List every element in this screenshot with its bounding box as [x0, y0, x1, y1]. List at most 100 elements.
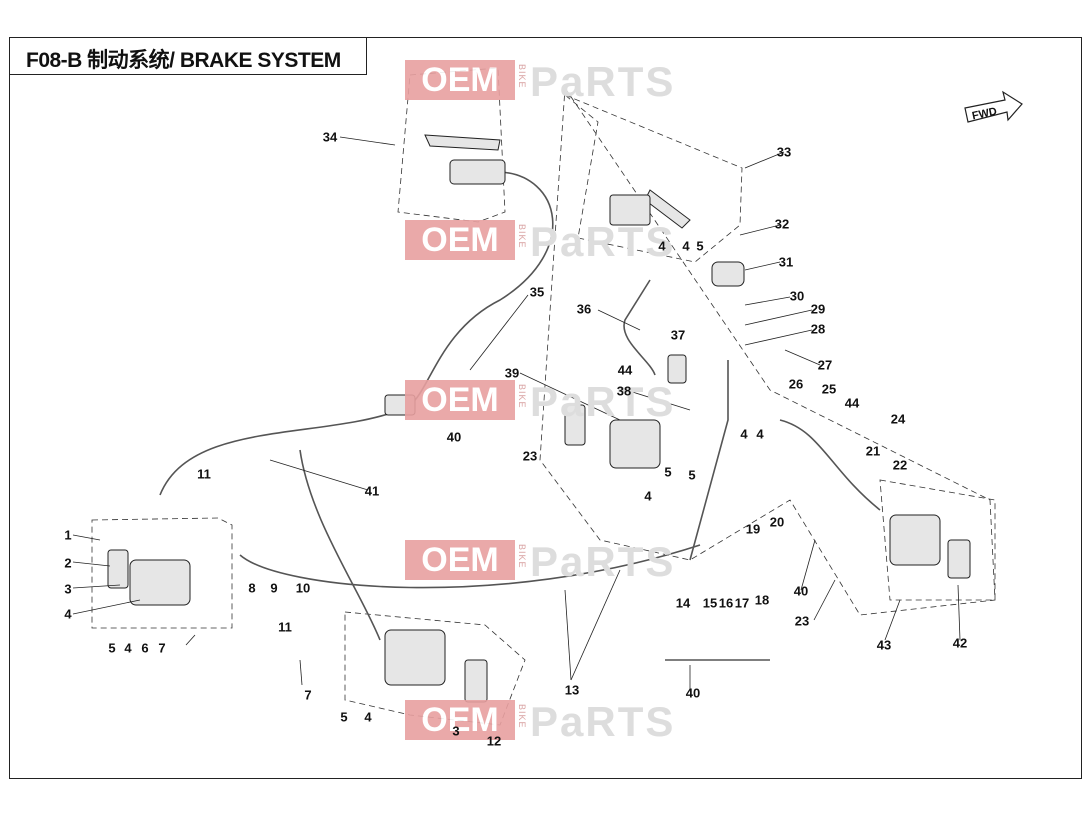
master-cylinder-outline: [564, 94, 743, 263]
master-body-part: [609, 194, 651, 226]
callout-label: 1: [64, 527, 72, 543]
brake-line-lower: [299, 449, 381, 641]
pad-center-part: [564, 404, 586, 446]
fwd-arrow-icon: [964, 90, 1023, 123]
watermark-parts: PaRTS: [530, 58, 676, 105]
callout-label: 11: [197, 466, 211, 482]
callout-label: 4: [740, 426, 748, 442]
callout-label: 25: [821, 381, 837, 397]
callout-label: 22: [892, 457, 908, 473]
callout-label: 9: [270, 580, 278, 596]
watermark-parts: PaRTS: [530, 698, 676, 745]
callout-label: 20: [769, 514, 785, 530]
title-box: F08-B 制动系统/ BRAKE SYSTEM: [9, 37, 367, 75]
watermark-parts: PaRTS: [530, 378, 676, 425]
brake-line-28: [689, 360, 729, 561]
callout-label: 13: [564, 682, 580, 698]
callout-label: 8: [248, 580, 256, 596]
callout-label: 36: [576, 301, 592, 317]
callout-label: 44: [617, 362, 633, 378]
callout-label: 30: [789, 288, 805, 304]
diagram-frame: [9, 37, 1082, 779]
page-title: F08-B 制动系统/ BRAKE SYSTEM: [26, 49, 341, 72]
callout-label: 27: [817, 357, 833, 373]
brake-line-front-left: [159, 409, 401, 496]
watermark-oem: OEM: [405, 700, 515, 740]
callout-label: 5: [688, 467, 696, 483]
brake-lever-part: [424, 134, 501, 151]
callout-label: 6: [141, 640, 149, 656]
callout-label: 18: [754, 592, 770, 608]
pad-left-part: [107, 549, 129, 589]
watermark-parts: PaRTS: [530, 538, 676, 585]
callout-label: 5: [340, 709, 348, 725]
reservoir-31: [711, 261, 745, 287]
watermark-oem: OEM: [405, 220, 515, 260]
callout-label: 3: [452, 723, 460, 739]
callout-label: 3: [64, 581, 72, 597]
watermark-bike: BIKE: [517, 704, 527, 729]
callout-label: 4: [644, 488, 652, 504]
rear-group-outline: [539, 86, 996, 616]
callout-label: 40: [793, 583, 809, 599]
callout-label: 15: [702, 595, 718, 611]
callout-label: 26: [788, 376, 804, 392]
pad-rear-part: [464, 659, 488, 703]
caliper-rear-part: [384, 629, 446, 686]
callout-label: 44: [844, 395, 860, 411]
callout-label: 4: [364, 709, 372, 725]
callout-label: 23: [794, 613, 810, 629]
watermark-bike: BIKE: [517, 384, 527, 409]
callout-label: 32: [774, 216, 790, 232]
callout-label: 10: [295, 580, 311, 596]
callout-label: 42: [952, 635, 968, 651]
callout-label: 4: [658, 238, 666, 254]
callout-label: 23: [522, 448, 538, 464]
callout-label: 12: [486, 733, 502, 749]
watermark-bike: BIKE: [517, 64, 527, 89]
callout-label: 31: [778, 254, 794, 270]
callout-label: 5: [108, 640, 116, 656]
callout-label: 33: [776, 144, 792, 160]
cylinder-37: [667, 354, 687, 384]
callout-label: 4: [682, 238, 690, 254]
caliper-right-part: [889, 514, 941, 566]
callout-label: 2: [64, 555, 72, 571]
callout-label: 43: [876, 637, 892, 653]
watermark-bike: BIKE: [517, 544, 527, 569]
watermark-oem: OEM: [405, 540, 515, 580]
callout-label: 40: [685, 685, 701, 701]
callout-label: 38: [616, 383, 632, 399]
watermark-parts: PaRTS: [530, 218, 676, 265]
callout-label: 29: [810, 301, 826, 317]
callout-label: 34: [322, 129, 338, 145]
callout-label: 4: [756, 426, 764, 442]
callout-label: 21: [865, 443, 881, 459]
callout-label: 5: [696, 238, 704, 254]
caliper-center-part: [609, 419, 661, 469]
callout-label: 16: [718, 595, 734, 611]
brake-line-cross: [239, 544, 701, 589]
watermark-bike: BIKE: [517, 224, 527, 249]
pad-right-part: [947, 539, 971, 579]
callout-label: 4: [64, 606, 72, 622]
callout-label: 40: [446, 429, 462, 445]
callout-label: 35: [529, 284, 545, 300]
callout-label: 17: [734, 595, 750, 611]
right-caliper-outline: [879, 479, 996, 601]
watermark-oem: OEM: [405, 380, 515, 420]
callout-label: 39: [504, 365, 520, 381]
brake-line-36: [623, 279, 656, 376]
brake-line-right: [779, 419, 881, 511]
callout-label: 24: [890, 411, 906, 427]
callout-label: 37: [670, 327, 686, 343]
callout-label: 14: [675, 595, 691, 611]
callout-label: 5: [664, 464, 672, 480]
watermark-oem: OEM: [405, 60, 515, 100]
lever-body-part: [449, 159, 506, 185]
callout-label: 19: [745, 521, 761, 537]
callout-label: 11: [278, 619, 292, 635]
callout-label: 7: [158, 640, 166, 656]
caliper-left-part: [129, 559, 191, 606]
